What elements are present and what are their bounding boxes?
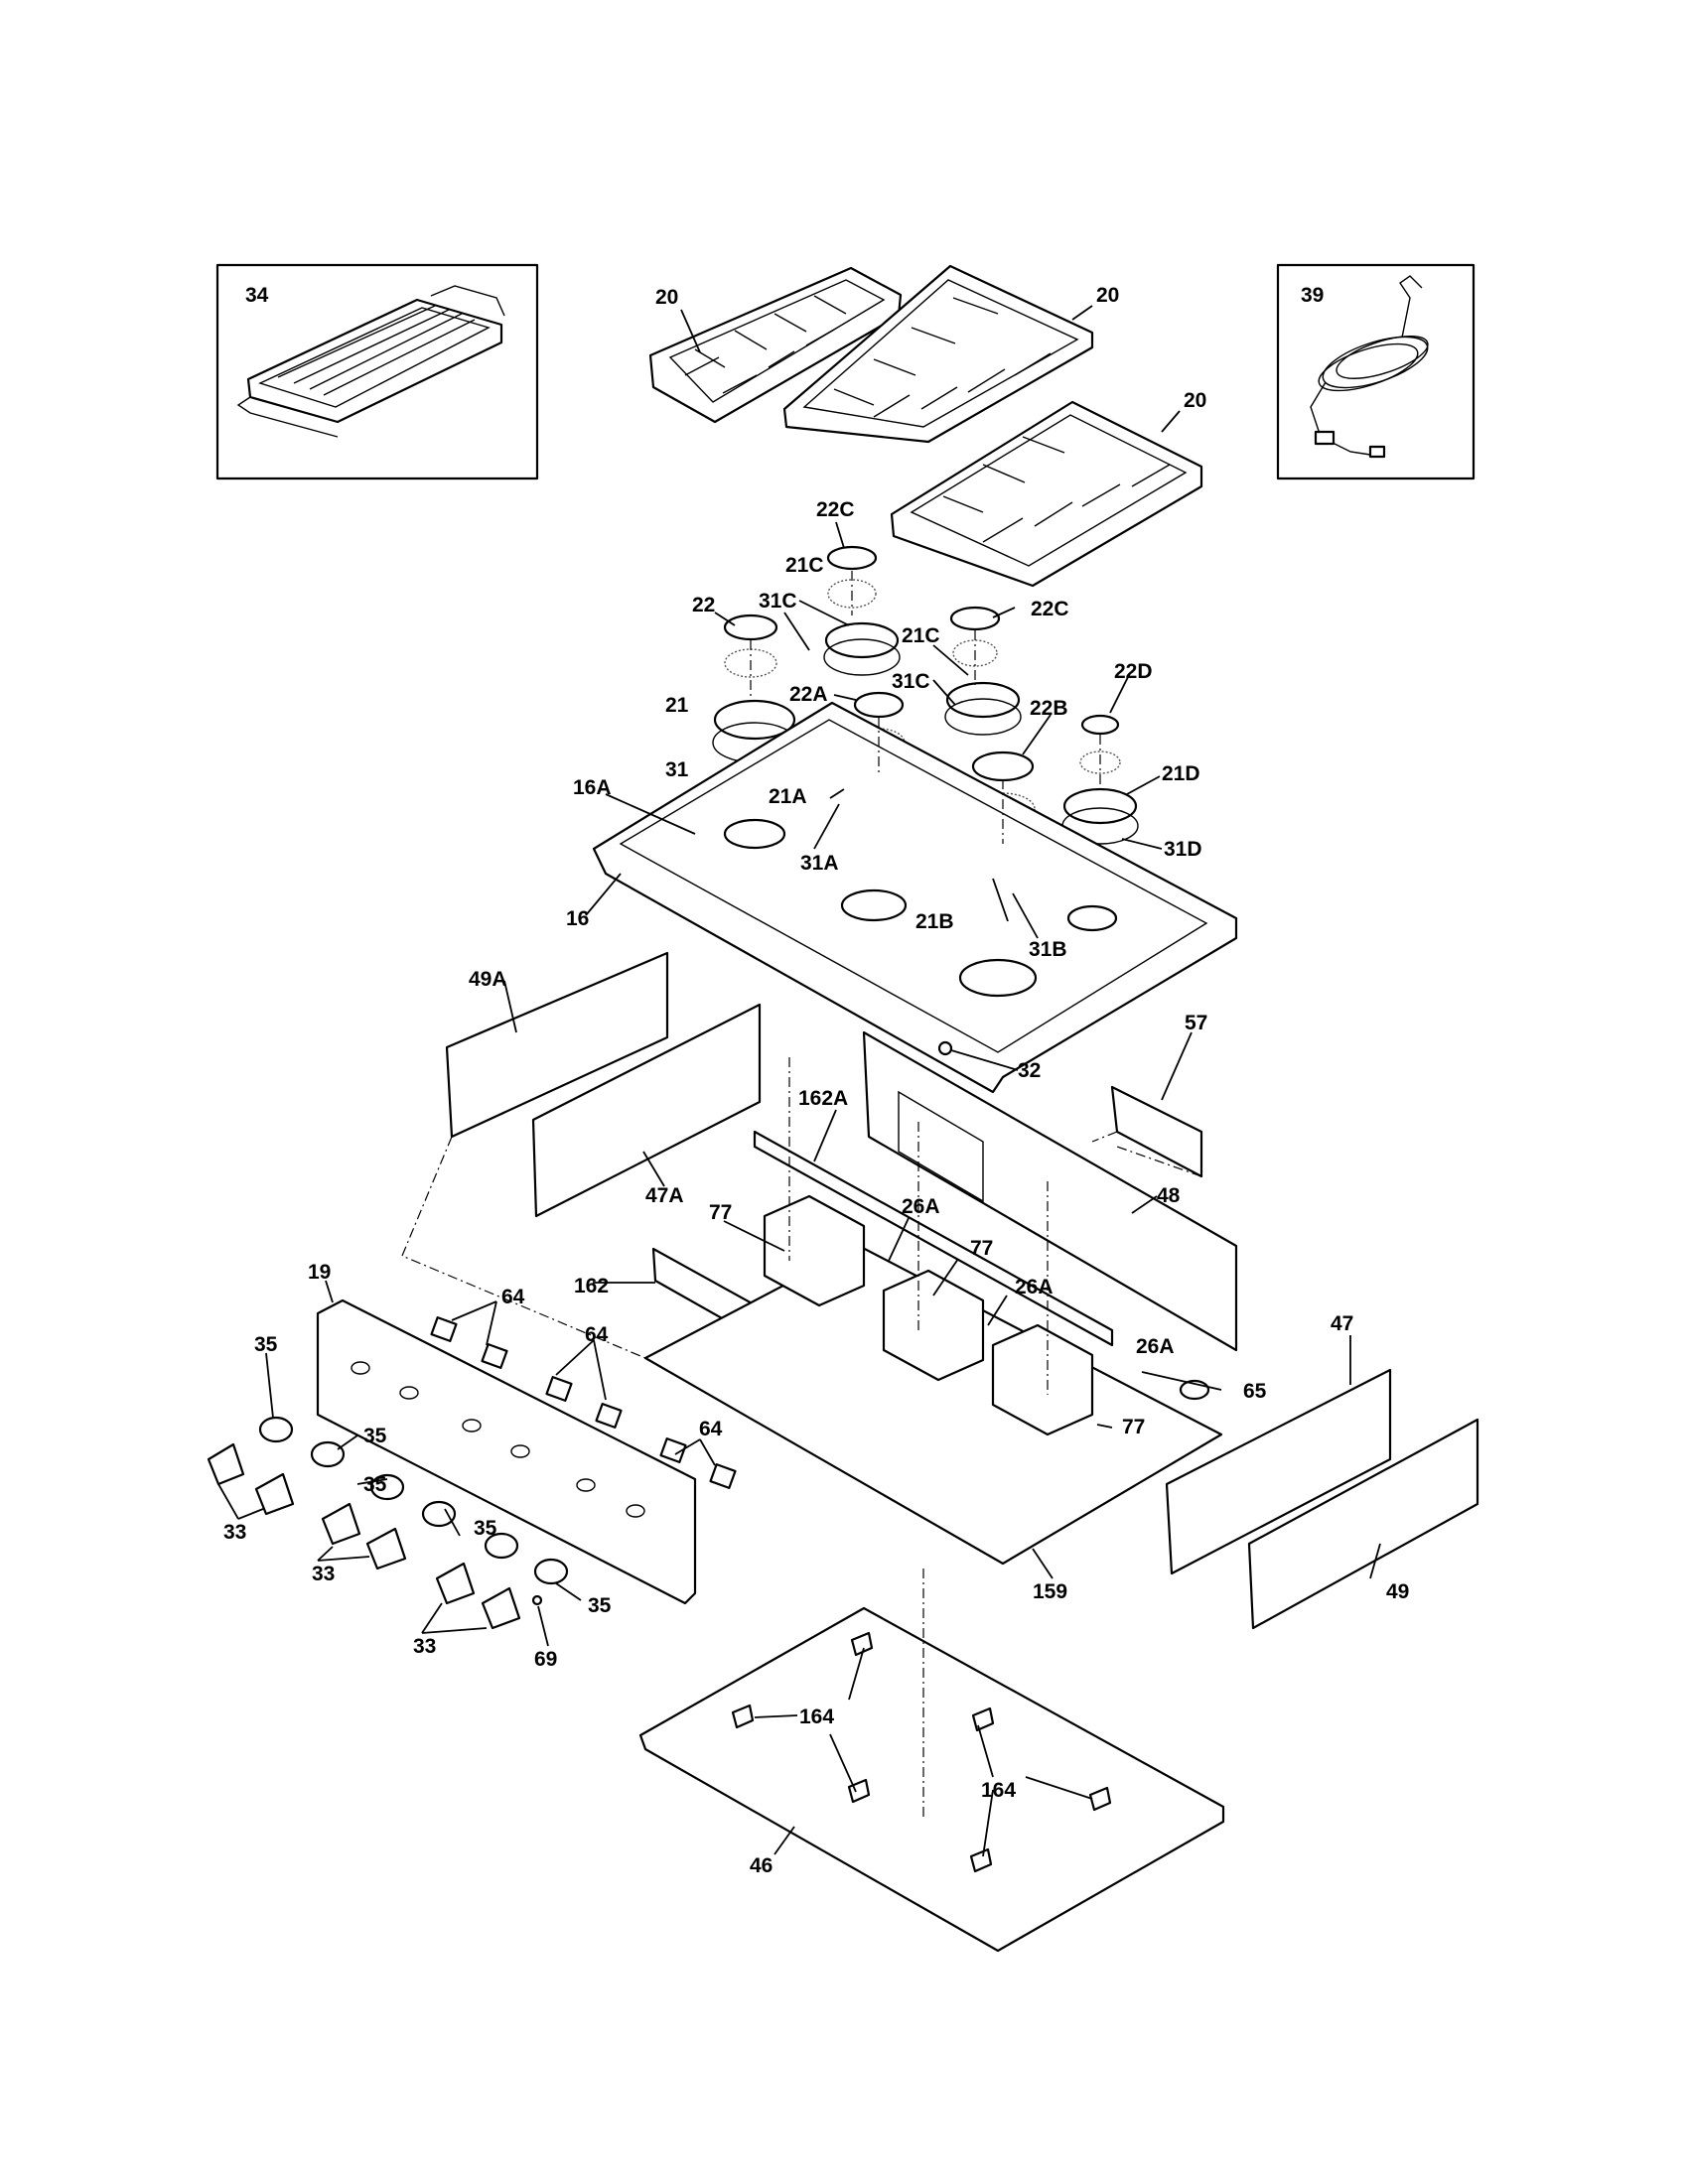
label-19: 19 [308, 1261, 331, 1284]
control-panel-19 [316, 1298, 697, 1605]
label-22C-right: 22C [1031, 598, 1069, 620]
label-77-right: 77 [1122, 1416, 1145, 1438]
part-69 [531, 1594, 543, 1606]
channel-162A [753, 1130, 1114, 1347]
side-panel-49 [1247, 1418, 1479, 1630]
side-panel-47 [1165, 1368, 1392, 1575]
label-49A: 49A [469, 968, 507, 991]
label-26A-top: 26A [902, 1195, 940, 1218]
label-35-a: 35 [254, 1333, 278, 1356]
leader-lines [217, 305, 1381, 1857]
label-162: 162 [574, 1275, 609, 1297]
label-21A: 21A [769, 785, 807, 808]
side-panel-47A [531, 1003, 762, 1218]
label-21B: 21B [915, 910, 954, 933]
switch-plates-64 [430, 1316, 737, 1489]
grate-middle [782, 264, 1094, 444]
part-labels: 34 39 20 20 20 22C 22C 22 21C 31C 21C 31… [223, 284, 1409, 1877]
label-22B: 22B [1030, 697, 1068, 720]
label-16A: 16A [573, 776, 612, 799]
label-48: 48 [1157, 1184, 1181, 1207]
label-49: 49 [1386, 1580, 1409, 1603]
label-164-left: 164 [799, 1706, 834, 1728]
label-159: 159 [1033, 1580, 1067, 1603]
label-20-right: 20 [1184, 389, 1206, 412]
label-31A: 31A [800, 852, 839, 875]
label-35-b: 35 [363, 1425, 387, 1447]
label-31D: 31D [1164, 838, 1202, 861]
label-34: 34 [245, 284, 269, 307]
label-69: 69 [534, 1648, 557, 1671]
bracket-57 [1110, 1085, 1203, 1178]
label-31: 31 [665, 758, 689, 781]
label-47A: 47A [645, 1184, 684, 1207]
feet-164 [731, 1631, 1112, 1873]
label-33-a: 33 [223, 1521, 246, 1544]
label-31B: 31B [1029, 938, 1067, 961]
side-panel-49A [445, 951, 669, 1139]
label-35-d: 35 [474, 1517, 497, 1540]
knobs-33 [207, 1442, 521, 1630]
label-46: 46 [750, 1854, 773, 1877]
assembly-centerlines [401, 571, 1202, 1817]
label-164-right: 164 [981, 1779, 1016, 1802]
cooktop-top [592, 701, 1238, 1094]
label-35-c: 35 [363, 1473, 387, 1496]
label-16: 16 [566, 907, 589, 930]
grate-right [890, 400, 1203, 588]
label-20-left: 20 [655, 286, 678, 309]
label-22C-top: 22C [816, 498, 855, 521]
label-31C-right: 31C [892, 670, 930, 693]
part-32 [937, 1040, 953, 1056]
label-33-b: 33 [312, 1563, 335, 1585]
griddle-inset [215, 263, 539, 480]
label-22: 22 [692, 594, 715, 616]
power-cord-inset [1276, 263, 1476, 480]
label-77-middle: 77 [970, 1237, 993, 1260]
label-31C-left: 31C [759, 590, 797, 613]
label-64-left: 64 [501, 1286, 525, 1308]
label-21C-left: 21C [785, 554, 824, 577]
label-65: 65 [1243, 1380, 1267, 1403]
label-35-e: 35 [588, 1594, 612, 1617]
label-162A: 162A [798, 1087, 848, 1110]
bottom-panel-46 [638, 1606, 1225, 1953]
label-64-middle: 64 [585, 1323, 609, 1346]
label-21D: 21D [1162, 762, 1200, 785]
label-64-right: 64 [699, 1418, 723, 1440]
label-57: 57 [1185, 1012, 1207, 1034]
label-32: 32 [1018, 1059, 1041, 1082]
label-22A: 22A [789, 683, 828, 706]
label-21C-right: 21C [902, 624, 940, 647]
label-47: 47 [1331, 1312, 1353, 1335]
label-26A-middle: 26A [1015, 1276, 1054, 1298]
label-39: 39 [1301, 284, 1324, 307]
label-77-left: 77 [709, 1201, 732, 1224]
label-22D: 22D [1114, 660, 1153, 683]
label-26A-bottom: 26A [1136, 1335, 1175, 1358]
label-33-c: 33 [413, 1635, 436, 1658]
label-20-middle: 20 [1096, 284, 1119, 307]
rear-panel-48 [862, 1030, 1238, 1352]
label-21: 21 [665, 694, 689, 717]
